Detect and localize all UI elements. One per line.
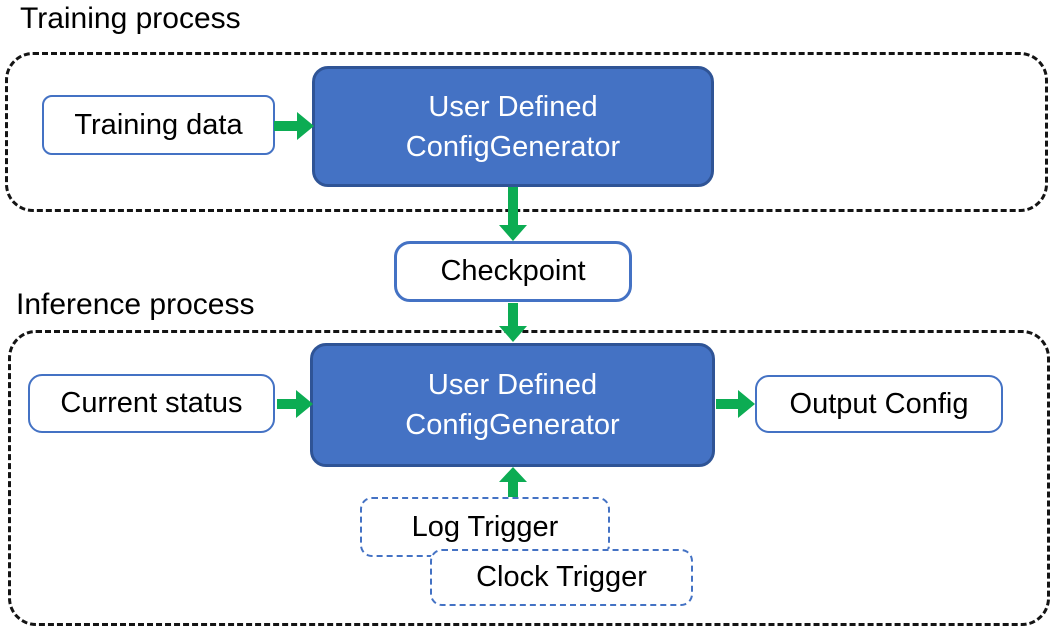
arrow-head-icon [499,467,527,482]
configgenerator-label-line1: User Defined [427,369,598,401]
arrow-shaft [508,303,518,328]
training-process-container [5,52,1048,212]
arrow-head-icon [738,390,755,418]
arrow-checkpoint-to-configgenerator [499,303,527,342]
log-trigger-node: Log Trigger [360,497,610,557]
inference-process-label: Inference process [16,288,255,321]
configgenerator-label-line1: User Defined [428,90,598,123]
configgenerator-label-line2: ConfigGenerator [405,409,620,441]
configgenerator-label-line2: ConfigGenerator [405,130,621,163]
arrow-shaft [716,399,740,409]
arrow-training-data-to-configgenerator [274,112,314,140]
arrow-configgenerator-to-output-config [716,390,755,418]
arrow-head-icon [297,112,314,140]
inference-configgenerator-node: User Defined ConfigGenerator [310,343,715,467]
arrow-head-icon [499,225,527,241]
arrow-configgenerator-to-checkpoint [499,187,527,241]
arrow-head-icon [499,326,527,342]
arrow-shaft [277,399,298,409]
arrow-log-trigger-to-configgenerator [499,467,527,497]
training-configgenerator-node: User Defined ConfigGenerator [312,66,714,187]
output-config-node: Output Config [755,375,1003,433]
arrow-shaft [508,187,518,227]
inference-process-container [8,330,1050,626]
arrow-shaft [508,480,518,497]
training-process-label: Training process [20,2,241,35]
clock-trigger-node: Clock Trigger [430,549,693,606]
current-status-node: Current status [28,374,275,433]
checkpoint-node: Checkpoint [394,241,632,302]
arrow-current-status-to-configgenerator [277,390,313,418]
arrow-head-icon [296,390,313,418]
arrow-shaft [274,121,299,131]
training-data-node: Training data [42,95,275,155]
